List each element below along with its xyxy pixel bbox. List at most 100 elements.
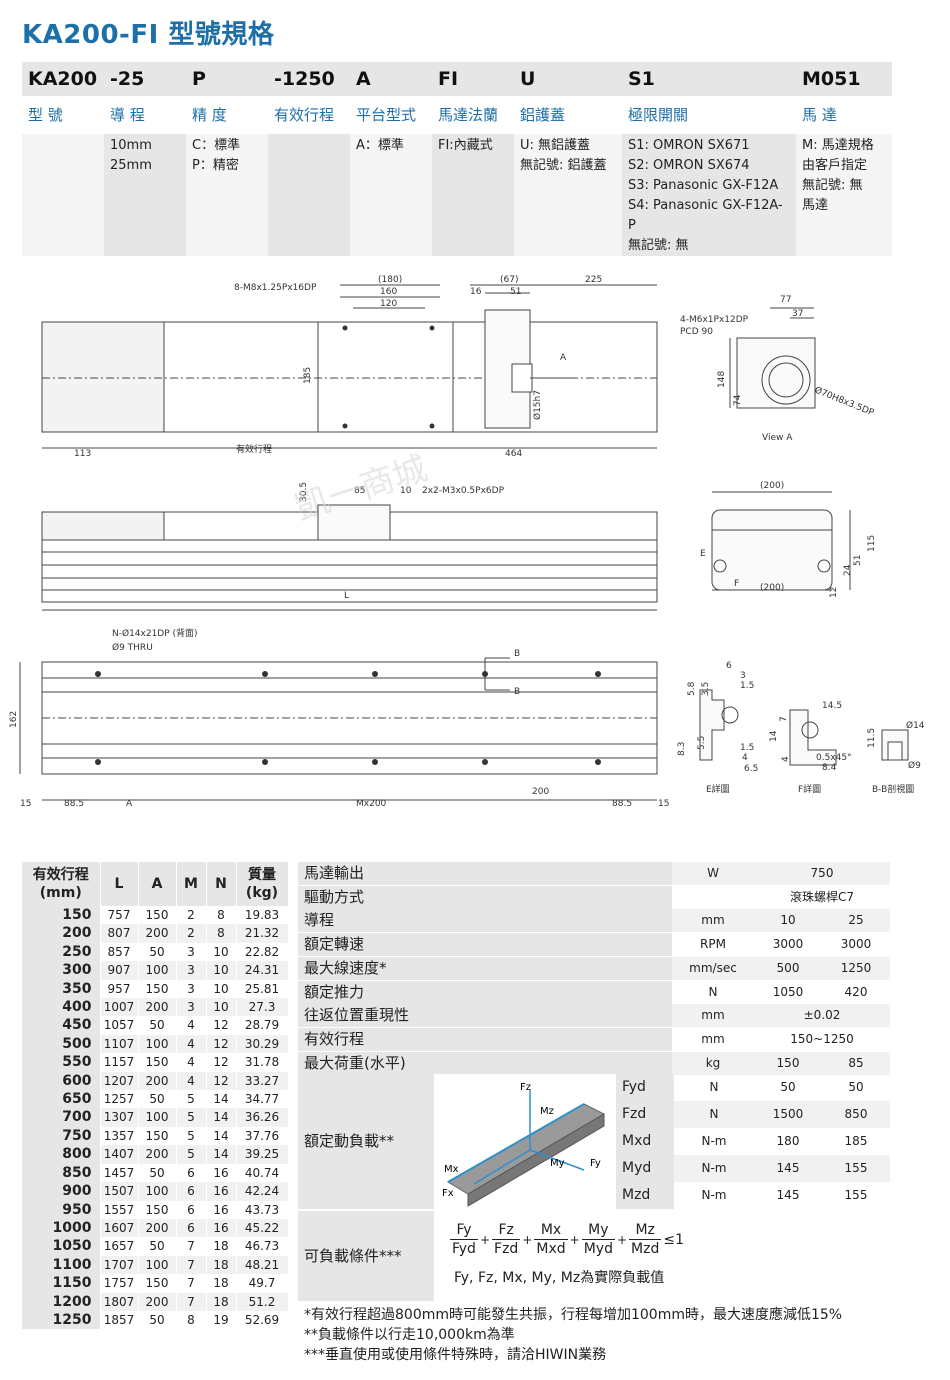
- label-b-bottom: B: [514, 687, 520, 697]
- table-cell: 1407: [100, 1145, 139, 1164]
- dim-85: 85: [354, 486, 365, 496]
- spec-row: 驅動方式滾珠螺桿C7: [298, 885, 890, 909]
- dim-b-11-5: 11.5: [867, 728, 877, 748]
- table-cell: 1307: [100, 1108, 139, 1127]
- table-cell: 18: [206, 1237, 237, 1256]
- dim-88-5-left: 88.5: [64, 799, 84, 809]
- spec-value-lead10: 3000: [772, 937, 804, 952]
- table-cell: 33.27: [236, 1071, 289, 1091]
- table-cell: 1050: [22, 1237, 101, 1256]
- table-cell: 12: [206, 1034, 237, 1054]
- table-cell: 1000: [22, 1218, 101, 1238]
- table-cell: 37.76: [236, 1126, 289, 1146]
- dim-shaft: Ø15h7: [532, 390, 543, 420]
- table-cell: 150: [138, 1053, 177, 1072]
- table-cell: 650: [22, 1090, 101, 1109]
- desc-line: FI:內藏式: [438, 138, 493, 153]
- table-cell: 16: [206, 1200, 237, 1219]
- spec-value-lead10: 10: [754, 909, 822, 933]
- page-title: KA200-FI 型號規格: [22, 20, 275, 50]
- spec-value-lead25: 85: [822, 1051, 890, 1075]
- table-cell: 5: [176, 1145, 207, 1164]
- spec-label: 馬達輸出: [298, 862, 672, 885]
- label-arrow-a: A: [560, 353, 567, 363]
- dim-200-top: (200): [760, 481, 784, 491]
- label-detail-f: F詳圖: [798, 783, 821, 795]
- formula-plus: +: [479, 1232, 491, 1247]
- load-condition-note: Fy, Fz, Mx, My, Mz為實際負載值: [454, 1270, 665, 1286]
- spec-unit: mm: [672, 909, 754, 933]
- spec-label: 額定轉速: [298, 933, 672, 957]
- table-cell: 1157: [100, 1053, 139, 1072]
- desc-line: 無記號: 鋁護蓋: [520, 158, 607, 173]
- table-cell: 50: [138, 1237, 177, 1256]
- fraction-numerator: Mx: [534, 1221, 568, 1240]
- spec-unit: W: [672, 862, 754, 885]
- dim-pcd: PCD 90: [680, 327, 713, 337]
- table-cell: 51.2: [236, 1292, 289, 1311]
- table-cell: 10: [206, 979, 237, 999]
- table-cell: 4: [176, 1034, 207, 1054]
- table-cell: 100: [138, 1034, 177, 1054]
- desc-line: C：標準: [192, 138, 241, 153]
- table-cell: 150: [138, 1126, 177, 1146]
- load-unit: N: [709, 1080, 719, 1094]
- desc-line: 馬達: [802, 198, 829, 213]
- table-cell: 49.7: [236, 1274, 289, 1293]
- fraction-denominator: Fyd: [452, 1241, 476, 1257]
- formula-rhs: ≤1: [663, 1231, 684, 1248]
- formula-plus: +: [522, 1232, 533, 1247]
- label-view-a: View A: [762, 433, 793, 443]
- spec-value-lead10: 150: [754, 1051, 822, 1075]
- dim-f-14: 14: [769, 730, 779, 742]
- dim-16: 16: [470, 287, 482, 297]
- table-cell: 807: [100, 924, 139, 943]
- desc-line: 25mm: [110, 158, 152, 173]
- table-cell: 27.3: [236, 998, 289, 1017]
- load-value-lead25: 185: [844, 1134, 868, 1148]
- dynamic-load-label: 額定動負載**: [298, 1074, 434, 1209]
- dim-200-bottom: (200): [760, 583, 784, 593]
- table-cell: 200: [22, 924, 101, 943]
- label-e: E: [700, 549, 706, 559]
- dim-185: 185: [303, 367, 313, 384]
- table-cell: 1507: [100, 1182, 139, 1201]
- code-accuracy: P: [186, 62, 268, 96]
- table-cell: 46.73: [236, 1237, 289, 1256]
- fraction-numerator: Mz: [629, 1221, 662, 1240]
- table-cell: 6: [176, 1182, 207, 1201]
- table-cell: 7: [176, 1292, 207, 1311]
- table-cell: 4: [176, 1016, 207, 1035]
- table-cell: 1100: [22, 1255, 101, 1275]
- dim-464: 464: [505, 449, 522, 459]
- fig-fx: Fx: [442, 1188, 454, 1199]
- table-cell: 50: [138, 1016, 177, 1035]
- dim-viewa-tap: 4-M6x1Px12DP: [680, 315, 749, 325]
- table-cell: 200: [138, 1071, 177, 1091]
- dim-120: 120: [380, 299, 397, 309]
- table-cell: 957: [100, 979, 139, 999]
- table-cell: 550: [22, 1053, 101, 1072]
- table-cell: 150: [22, 906, 101, 925]
- dim-51-end: 51: [853, 555, 863, 566]
- load-value-lead25: 850: [822, 1101, 890, 1128]
- dim-12: 12: [829, 587, 839, 598]
- table-cell: 200: [138, 1145, 177, 1164]
- table-cell: 24.31: [236, 961, 289, 980]
- dim-e-1-5b: 1.5: [740, 743, 754, 753]
- desc-line: U: 無鋁護蓋: [520, 138, 591, 153]
- table-cell: 1707: [100, 1255, 139, 1275]
- fraction-denominator: Myd: [583, 1241, 613, 1257]
